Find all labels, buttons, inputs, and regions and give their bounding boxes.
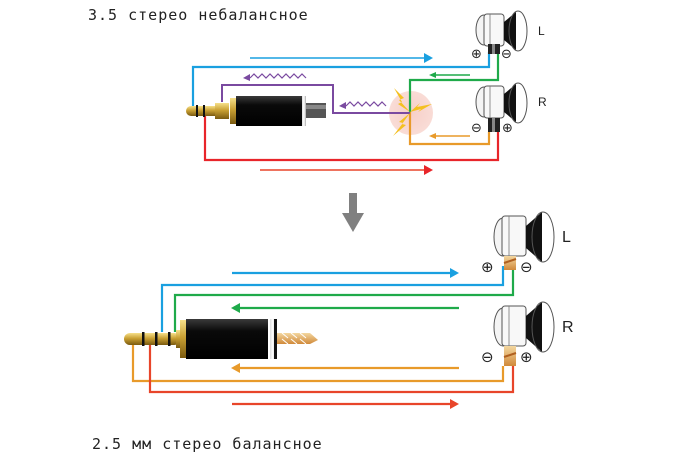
plug-2-5mm-balanced [124, 319, 318, 359]
speaker-left-bottom: ⊕ ⊖ L [481, 211, 571, 276]
arrow-orange-bottom [231, 363, 459, 373]
plug-3-5mm [186, 96, 326, 126]
down-arrow-icon [342, 193, 364, 232]
arrow-crosstalk-1 [243, 73, 307, 81]
wire-right-plus [148, 345, 515, 394]
arrow-red-top [260, 165, 433, 175]
terminal-plus: ⊕ [520, 348, 533, 366]
speaker-label-r: R [538, 95, 547, 109]
wire-left-plus [191, 52, 491, 112]
terminal-minus: ⊖ [481, 348, 494, 366]
caption-balanced: 2.5 мм стерео балансное [92, 435, 323, 453]
braided-cable [277, 332, 318, 345]
wire-crosstalk [221, 84, 410, 114]
terminal-minus: ⊖ [471, 121, 482, 136]
terminal-plus: ⊕ [481, 258, 494, 276]
wire-left-minus [173, 266, 515, 332]
terminal-minus: ⊖ [501, 47, 512, 62]
speaker-right-top: ⊖ ⊕ R [471, 82, 547, 136]
arrow-red-bottom [232, 399, 459, 409]
arrow-blue-top [250, 53, 433, 63]
arrow-green-bottom [231, 303, 459, 313]
arrow-orange-top [429, 133, 470, 139]
caption-unbalanced: 3.5 стерео небалансное [88, 6, 309, 24]
terminal-plus: ⊕ [502, 121, 513, 136]
speaker-label-l: L [538, 24, 545, 38]
terminal-minus: ⊖ [520, 258, 533, 276]
arrow-crosstalk-2 [339, 101, 387, 109]
wire-right-plus [203, 116, 500, 162]
wire-left-plus [160, 266, 505, 332]
bottom-diagram: ⊕ ⊖ L ⊖ ⊕ R [124, 211, 574, 409]
speaker-right-bottom: ⊖ ⊕ R [481, 301, 574, 366]
arrow-blue-bottom [232, 268, 459, 278]
top-diagram: ⊕ ⊖ L ⊖ ⊕ R [186, 10, 547, 175]
wire-right-minus [131, 345, 505, 383]
wire-right-minus [408, 112, 491, 146]
spark-icon [393, 88, 432, 136]
speaker-label-l: L [562, 229, 571, 246]
arrow-green-top [429, 72, 470, 78]
speaker-label-r: R [562, 319, 574, 336]
speaker-left-top: ⊕ ⊖ L [471, 10, 545, 62]
wire-left-minus [408, 52, 500, 112]
terminal-plus: ⊕ [471, 47, 482, 62]
